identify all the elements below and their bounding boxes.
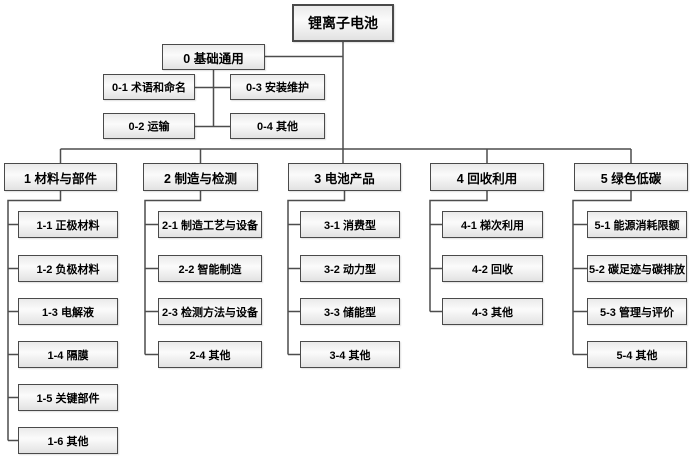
node-1-3: 1-3 电解液 bbox=[18, 298, 118, 325]
node-root: 锂离子电池 bbox=[292, 4, 394, 42]
branch4-connectors bbox=[429, 191, 488, 313]
node-2-3: 2-3 检测方法与设备 bbox=[158, 298, 262, 325]
node-3-1: 3-1 消费型 bbox=[300, 211, 400, 238]
node-branch-3: 3 电池产品 bbox=[288, 163, 401, 191]
root-connector bbox=[265, 42, 344, 163]
base-connectors bbox=[195, 70, 230, 128]
node-4-2: 4-2 回收 bbox=[442, 255, 543, 282]
node-5-1: 5-1 能源消耗限额 bbox=[587, 211, 687, 238]
node-branch-2: 2 制造与检测 bbox=[143, 163, 258, 191]
node-branch-5: 5 绿色低碳 bbox=[574, 163, 688, 191]
branch5-connectors bbox=[572, 191, 632, 356]
node-4-1: 4-1 梯次利用 bbox=[442, 211, 543, 238]
node-4-3: 4-3 其他 bbox=[442, 298, 543, 325]
node-2-1: 2-1 制造工艺与设备 bbox=[158, 211, 262, 238]
node-3-4: 3-4 其他 bbox=[300, 341, 400, 368]
main-rail bbox=[59, 148, 632, 163]
node-1-5: 1-5 关键部件 bbox=[18, 384, 118, 411]
branch3-connectors bbox=[287, 191, 346, 356]
node-branch-4: 4 回收利用 bbox=[430, 163, 544, 191]
node-1-6: 1-6 其他 bbox=[18, 427, 118, 454]
node-0-4: 0-4 其他 bbox=[230, 113, 325, 139]
node-5-3: 5-3 管理与评价 bbox=[587, 298, 687, 325]
branch1-connectors bbox=[7, 191, 62, 442]
node-5-2: 5-2 碳足迹与碳排放 bbox=[587, 255, 687, 282]
node-0-1: 0-1 术语和命名 bbox=[103, 74, 195, 100]
node-1-4: 1-4 隔膜 bbox=[18, 341, 118, 368]
node-2-4: 2-4 其他 bbox=[158, 341, 262, 368]
node-5-4: 5-4 其他 bbox=[587, 341, 687, 368]
node-0-3: 0-3 安装维护 bbox=[230, 74, 325, 100]
node-branch-1: 1 材料与部件 bbox=[4, 163, 117, 191]
branch2-connectors bbox=[144, 191, 202, 356]
node-3-2: 3-2 动力型 bbox=[300, 255, 400, 282]
node-1-2: 1-2 负极材料 bbox=[18, 255, 118, 282]
node-0-2: 0-2 运输 bbox=[103, 113, 195, 139]
node-3-3: 3-3 储能型 bbox=[300, 298, 400, 325]
node-2-2: 2-2 智能制造 bbox=[158, 255, 262, 282]
node-1-1: 1-1 正极材料 bbox=[18, 211, 118, 238]
node-0-base: 0 基础通用 bbox=[162, 44, 265, 70]
